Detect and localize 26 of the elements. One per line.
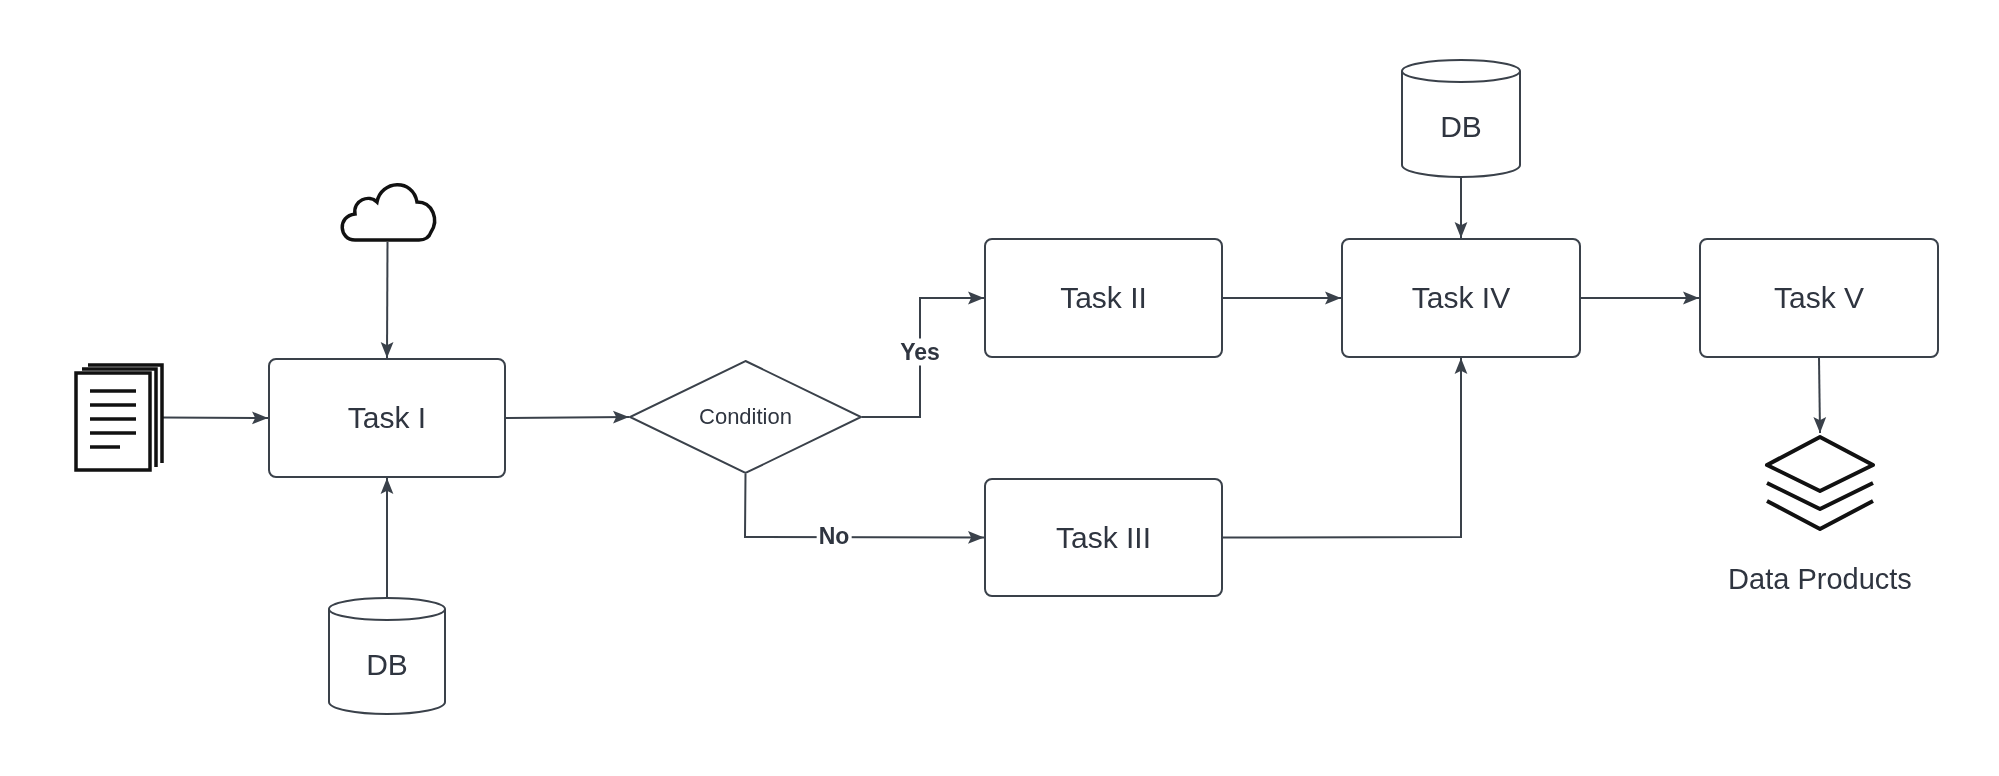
arrow bbox=[1222, 357, 1468, 539]
caption-label: Data Products bbox=[1728, 563, 1912, 596]
arrow bbox=[505, 410, 630, 424]
process-box bbox=[1699, 238, 1939, 358]
edge-label: Yes bbox=[898, 338, 942, 366]
process-box bbox=[984, 238, 1223, 358]
process-box bbox=[1341, 238, 1581, 358]
task-label: Task III bbox=[1055, 520, 1152, 555]
arrow bbox=[861, 291, 985, 418]
process-box bbox=[268, 358, 506, 478]
process-box bbox=[984, 478, 1223, 597]
database-label: DB bbox=[365, 647, 409, 682]
task-label: Task IV bbox=[1410, 281, 1512, 315]
arrow bbox=[1454, 176, 1468, 239]
task-label: Task II bbox=[1059, 281, 1148, 315]
condition-label: Condition bbox=[698, 404, 793, 430]
database-label: DB bbox=[1439, 110, 1483, 145]
arrow bbox=[380, 477, 394, 598]
arrow bbox=[1580, 291, 1700, 305]
task-label: Task V bbox=[1773, 281, 1865, 315]
arrow bbox=[380, 241, 394, 359]
arrow bbox=[1222, 291, 1342, 305]
arrow bbox=[744, 473, 985, 544]
task-label: Task I bbox=[346, 401, 428, 435]
arrow bbox=[162, 411, 269, 425]
arrow bbox=[1813, 357, 1827, 434]
